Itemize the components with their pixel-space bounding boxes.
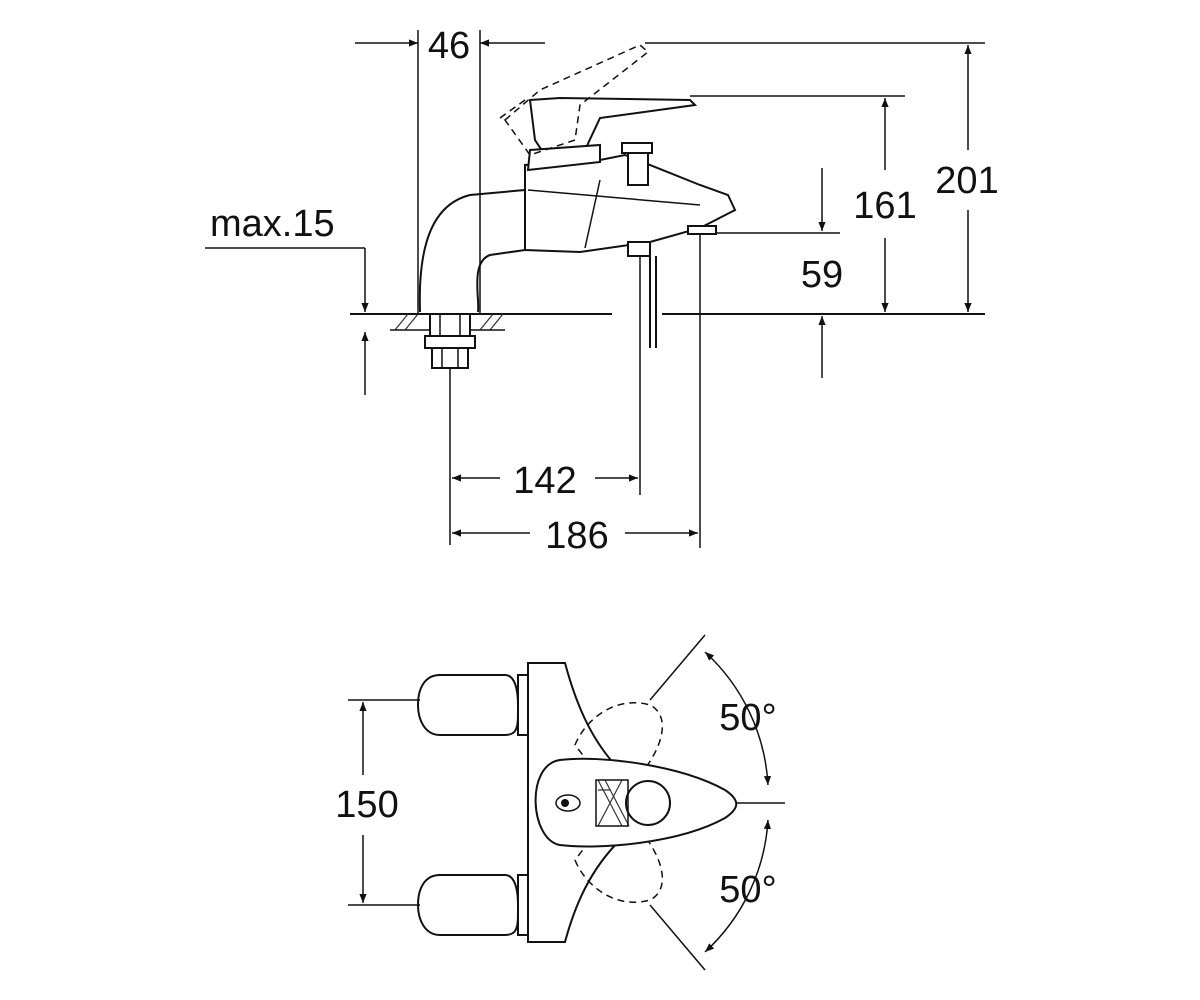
- angle-down-label: 50°: [719, 869, 776, 911]
- angle-up-label: 50°: [719, 697, 776, 739]
- lever-top: [534, 757, 738, 848]
- dimension-max15-label: max.15: [210, 203, 335, 245]
- inlet-bottom: [416, 874, 529, 936]
- dimension-150: 150: [335, 699, 420, 906]
- dimension-201: 201: [645, 42, 999, 312]
- dimension-46-label: 46: [428, 25, 470, 67]
- dimension-59: 59: [716, 168, 843, 378]
- front-view: 46 max.15 161 201 59: [205, 25, 999, 557]
- dimension-46: 46: [355, 25, 545, 314]
- dimension-150-label: 150: [335, 784, 398, 826]
- dimension-142-label: 142: [513, 460, 576, 502]
- dimension-186: 186: [452, 234, 701, 557]
- dimension-161: 161: [690, 95, 917, 312]
- inlet-top: [416, 674, 529, 736]
- dimension-max15: max.15: [205, 203, 369, 395]
- dimension-59-label: 59: [801, 254, 843, 296]
- top-view: 50° 50° 150: [335, 634, 785, 971]
- dimension-201-label: 201: [935, 160, 998, 202]
- dimension-142: 142: [449, 256, 641, 545]
- dimension-161-label: 161: [853, 185, 916, 227]
- dimension-186-label: 186: [545, 515, 608, 557]
- faucet-body: [418, 44, 737, 369]
